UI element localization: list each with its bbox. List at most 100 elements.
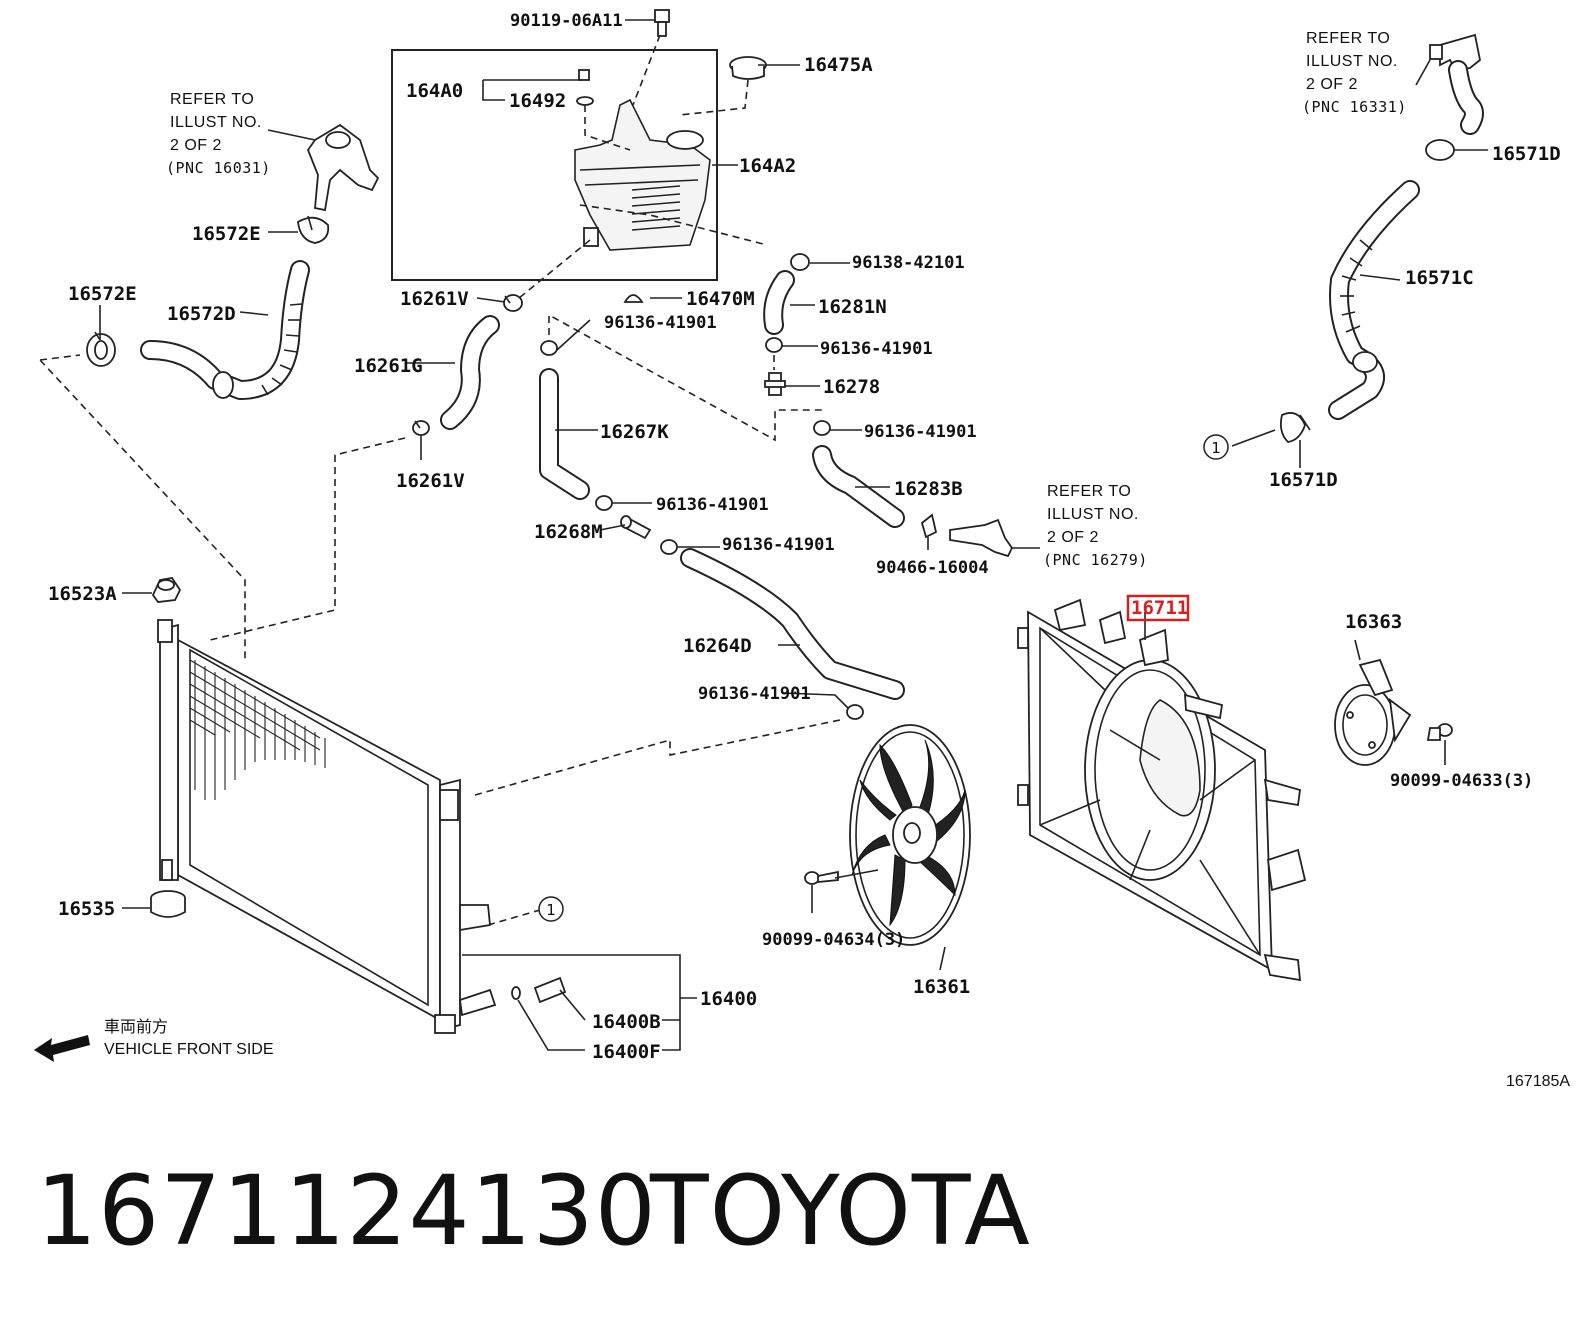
cap-16470M: [623, 294, 644, 303]
label-16400: 16400: [700, 988, 757, 1010]
label-16571D-lower: 16571D: [1269, 469, 1338, 491]
clamp-96136-d: [846, 704, 864, 720]
dash-bolt-to-tank: [632, 34, 661, 106]
label-16572D: 16572D: [167, 303, 236, 325]
illustration-id: 167185A: [1506, 1073, 1570, 1090]
label-164A0: 164A0: [406, 80, 463, 102]
clamp-16261V-upper: [503, 294, 523, 312]
label-16571C: 16571C: [1405, 267, 1474, 289]
label-16283B: 16283B: [894, 478, 963, 500]
note-16279-line1: REFER TO: [1047, 483, 1131, 500]
caption-part-number: 1671124130: [36, 1155, 657, 1267]
label-16470M: 16470M: [686, 288, 755, 310]
note-16031-line1: REFER TO: [170, 91, 254, 108]
label-96136-41901-a: 96136-41901: [604, 313, 717, 333]
cushion-16523A: [151, 577, 182, 603]
hose-16261G: [440, 315, 500, 430]
front-label-jp: 車両前方: [104, 1017, 168, 1036]
note-16031-line2: ILLUST NO.: [170, 114, 262, 131]
label-96136-41901-d: 96136-41901: [656, 495, 769, 515]
clamp-16571D-upper: [1425, 139, 1455, 161]
hose-16571C: [1328, 180, 1420, 420]
label-90466-16004: 90466-16004: [876, 558, 989, 578]
clamp-96136-e: [765, 337, 783, 353]
circle-ref-1-radiator-text: 1: [546, 901, 556, 919]
label-16363: 16363: [1345, 611, 1402, 633]
label-96136-41901-c: 96136-41901: [864, 422, 977, 442]
dash-radiator-left: [39, 354, 246, 660]
front-arrow-icon: [34, 1035, 90, 1062]
caption-brand: TOYOTA: [650, 1155, 1031, 1267]
dash-bolt16492: [584, 105, 631, 151]
valve-16278: [764, 372, 786, 396]
label-16400F: 16400F: [592, 1041, 661, 1063]
clamp-96136-a: [540, 340, 558, 356]
circle-ref-1-right: 1: [1203, 434, 1229, 460]
label-16281N: 16281N: [818, 296, 887, 318]
note-16331-line3: 2 OF 2: [1306, 76, 1358, 93]
note-16279-line3: 2 OF 2: [1047, 529, 1099, 546]
note-16279-line2: ILLUST NO.: [1047, 506, 1139, 523]
label-16571D-upper: 16571D: [1492, 143, 1561, 165]
outlet-16331: [1429, 33, 1481, 71]
highlight-16711-box: [1126, 594, 1190, 622]
clamp-96136-c: [660, 539, 678, 555]
label-16267K: 16267K: [600, 421, 669, 443]
circle-ref-1-right-text: 1: [1211, 439, 1221, 457]
label-16572E-left: 16572E: [68, 283, 137, 305]
label-16572E-upper: 16572E: [192, 223, 261, 245]
clamp-16261V-lower: [412, 420, 430, 436]
dash-tank-to-hose: [512, 239, 591, 304]
clamp-96138: [790, 253, 810, 271]
hose-16572D: [140, 260, 310, 400]
clamp-96136-f: [813, 420, 831, 436]
label-16261V-upper: 16261V: [400, 288, 469, 310]
note-16331-line4: (PNC 16331): [1302, 98, 1407, 116]
label-16268M: 16268M: [534, 521, 603, 543]
dash-radiator-lower: [474, 719, 841, 796]
label-96138-42101: 96138-42101: [852, 253, 965, 273]
label-96136-41901-e: 96136-41901: [722, 535, 835, 555]
hose-16283B: [812, 445, 905, 528]
thermostat-outlet-16031: [306, 123, 380, 212]
vehicle-front-indicator: 車両前方 VEHICLE FRONT SIDE: [34, 1017, 274, 1062]
label-16261V-lower: 16261V: [396, 470, 465, 492]
note-16279-line4: (PNC 16279): [1043, 551, 1148, 569]
dash-circle1: [487, 909, 541, 926]
label-16261G: 16261G: [354, 355, 423, 377]
leader-lines: [99, 19, 1488, 1051]
label-164A2: 164A2: [739, 155, 796, 177]
drain-cock-16400B: [511, 976, 567, 1004]
note-refer-16331: REFER TO ILLUST NO. 2 OF 2 (PNC 16331): [1302, 30, 1407, 116]
clamp-16572E-left: [86, 331, 116, 367]
note-16331-line1: REFER TO: [1306, 30, 1390, 47]
label-16361: 16361: [913, 976, 970, 998]
hose-16281N: [763, 270, 795, 335]
hose-16267K: [539, 368, 590, 500]
hose-16331-short: [1448, 60, 1484, 135]
reservoir-tank: [574, 98, 711, 251]
fan-motor-16363: [1334, 658, 1412, 766]
label-16492: 16492: [509, 90, 566, 112]
fitting-16279: [949, 518, 1014, 558]
note-16031-line4: (PNC 16031): [166, 159, 271, 177]
clamp-16571D-lower: [1279, 412, 1311, 443]
fan-16361: [849, 724, 971, 946]
dash-radiator-upper: [209, 437, 406, 641]
note-refer-16031: REFER TO ILLUST NO. 2 OF 2 (PNC 16031): [166, 91, 271, 177]
connector-16268M: [620, 515, 652, 540]
radiator-16400: [157, 619, 497, 1034]
label-90099-04633: 90099-04633(3): [1390, 771, 1533, 791]
label-16278: 16278: [823, 376, 880, 398]
label-16400B: 16400B: [592, 1011, 661, 1033]
note-16031-line3: 2 OF 2: [170, 137, 222, 154]
label-96136-41901-f: 96136-41901: [698, 684, 811, 704]
label-16523A: 16523A: [48, 583, 117, 605]
label-16711: 16711: [1131, 597, 1188, 619]
label-16475A: 16475A: [804, 54, 873, 76]
label-90119-06A11: 90119-06A11: [510, 11, 623, 31]
clamp-16572E-upper: [297, 215, 330, 244]
screw-90099-04634: [804, 870, 839, 885]
bolt-90119: [654, 9, 670, 37]
label-96136-41901-b: 96136-41901: [820, 339, 933, 359]
